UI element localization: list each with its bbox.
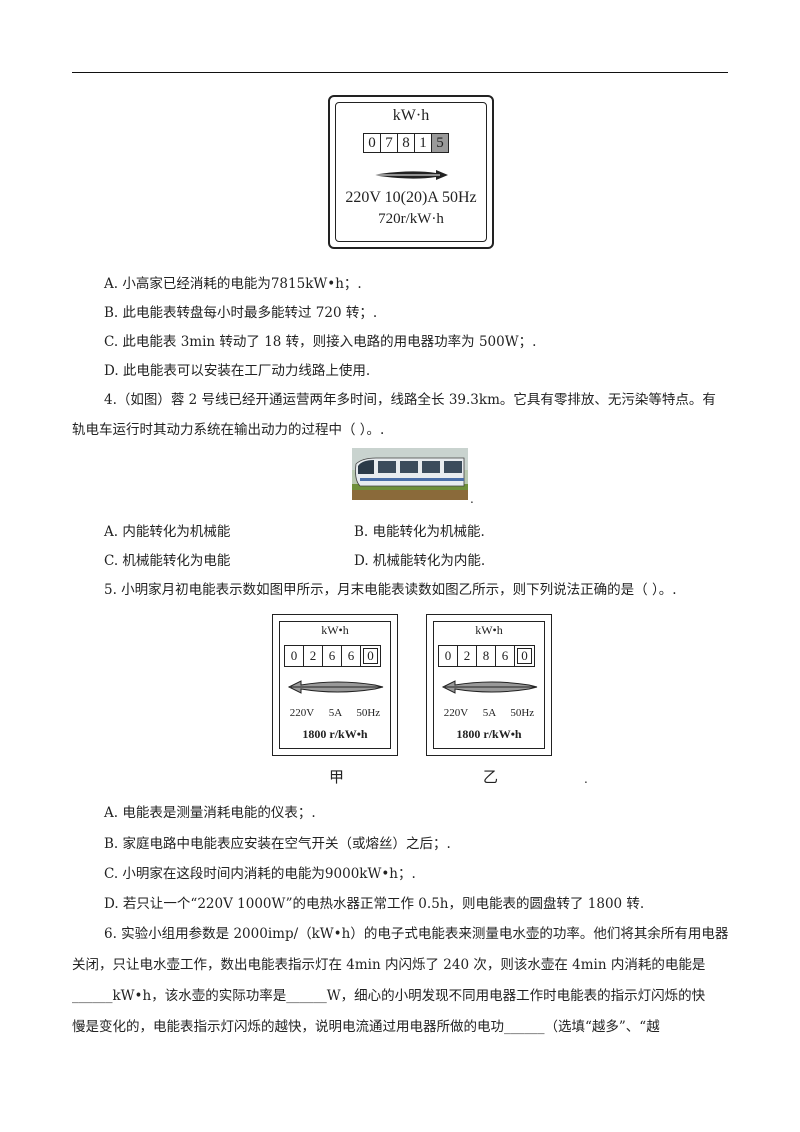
rotor-disc-icon: [372, 170, 448, 180]
header-rule: [72, 72, 728, 73]
q6-line1: 6. 实验小组用参数是 2000imp/（kW•h）的电子式电能表来测量电水壶的…: [104, 926, 729, 942]
meter-rate-text: 720r/kW·h: [378, 211, 444, 227]
meter-inner-frame: [335, 102, 487, 242]
electricity-meter-figure: kW·h 0 7 8 1 5 220V 10(20)A 50Hz 720r/kW…: [328, 95, 494, 249]
q6-line4: 慢是变化的，电能表指示灯闪烁的越快，说明电流通过用电器所做的电功______（选…: [72, 1019, 660, 1035]
meter-digit: 6: [323, 646, 342, 666]
q3-option-a: A. 小高家已经消耗的电能为7815kW•h；.: [104, 276, 362, 292]
rotor-disc-icon: [441, 680, 538, 694]
q4-option-b: B. 电能转化为机械能.: [354, 524, 485, 540]
q6-line3: ______kW•h，该水壶的实际功率是______W，细心的小明发现不同用电器…: [72, 988, 706, 1004]
meter-digit-decimal: 5: [432, 134, 448, 152]
meter-digit-decimal: 0: [361, 646, 380, 666]
caption-dot: .: [584, 772, 588, 786]
q4-option-d: D. 机械能转化为内能.: [354, 553, 486, 569]
meter-inner-frame: [433, 621, 545, 749]
meter-digit: 2: [304, 646, 323, 666]
meter-digit: 2: [458, 646, 477, 666]
meter-rate-text: 1800 r/kW•h: [302, 727, 368, 741]
q4-stem-line2: 轨电车运行时其动力系统在输出动力的过程中（ ）。.: [72, 422, 385, 438]
meter-digit: 7: [381, 134, 398, 152]
q3-option-c: C. 此电能表 3min 转动了 18 转，则接入电路的用电器功率为 500W；…: [104, 334, 537, 350]
q4-stem-line1: 4.（如图）蓉 2 号线已经开通运营两年多时间，线路全长 39.3km。它具有零…: [104, 392, 716, 408]
meter-digit: 6: [496, 646, 515, 666]
meter-unit-label: kW•h: [475, 623, 503, 637]
image-dot: .: [470, 492, 474, 506]
meter-digit: 0: [439, 646, 458, 666]
q4-option-a: A. 内能转化为机械能: [104, 524, 231, 540]
meter-digit: 0: [364, 134, 381, 152]
meter-digit: 8: [477, 646, 496, 666]
meter-rate-text: 1800 r/kW•h: [456, 727, 522, 741]
meter-digit-display: 0 2 8 6 0: [438, 645, 535, 667]
meter-digit: 0: [285, 646, 304, 666]
q3-option-d: D. 此电能表可以安装在工厂动力线路上使用.: [104, 363, 371, 379]
meter-inner-frame: [279, 621, 391, 749]
meter-digit-display: 0 2 6 6 0: [284, 645, 381, 667]
meter-unit-label: kW·h: [392, 107, 430, 124]
meter-unit-label: kW•h: [321, 623, 349, 637]
q5-option-b: B. 家庭电路中电能表应安装在空气开关（或熔丝）之后；.: [104, 836, 451, 852]
q3-option-b: B. 此电能表转盘每小时最多能转过 720 转；.: [104, 305, 378, 321]
meter-digit: 1: [415, 134, 432, 152]
meter-digit-decimal: 0: [515, 646, 534, 666]
caption-yi: 乙: [483, 768, 499, 786]
meter-digit: 6: [342, 646, 361, 666]
tram-photo: [352, 448, 468, 500]
q5-option-d: D. 若只让一个“220V 1000W”的电热水器正常工作 0.5h，则电能表的…: [104, 896, 645, 912]
meter-digit-display: 0 7 8 1 5: [363, 133, 449, 153]
q6-line2: 关闭，只让电水壶工作，数出电能表指示灯在 4min 内闪烁了 240 次，则该水…: [72, 957, 706, 973]
caption-jia: 甲: [329, 768, 345, 786]
meter-digit: 8: [398, 134, 415, 152]
q5-stem: 5. 小明家月初电能表示数如图甲所示，月末电能表读数如图乙所示，则下列说法正确的…: [104, 582, 677, 598]
meter-jia-figure: kW•h 0 2 6 6 0 220V 5A 50Hz 1800 r/kW•h: [272, 614, 398, 756]
rotor-disc-icon: [287, 680, 384, 694]
meter-spec-text: 220V 5A 50Hz: [443, 707, 535, 719]
q5-option-c: C. 小明家在这段时间内消耗的电能为9000kW•h；.: [104, 866, 416, 882]
q5-option-a: A. 电能表是测量消耗电能的仪表；.: [104, 805, 316, 821]
meter-yi-figure: kW•h 0 2 8 6 0 220V 5A 50Hz 1800 r/kW•h: [426, 614, 552, 756]
q4-option-c: C. 机械能转化为电能: [104, 553, 231, 569]
meter-spec-text: 220V 5A 50Hz: [289, 707, 381, 719]
meter-spec-text: 220V 10(20)A 50Hz: [345, 189, 477, 206]
